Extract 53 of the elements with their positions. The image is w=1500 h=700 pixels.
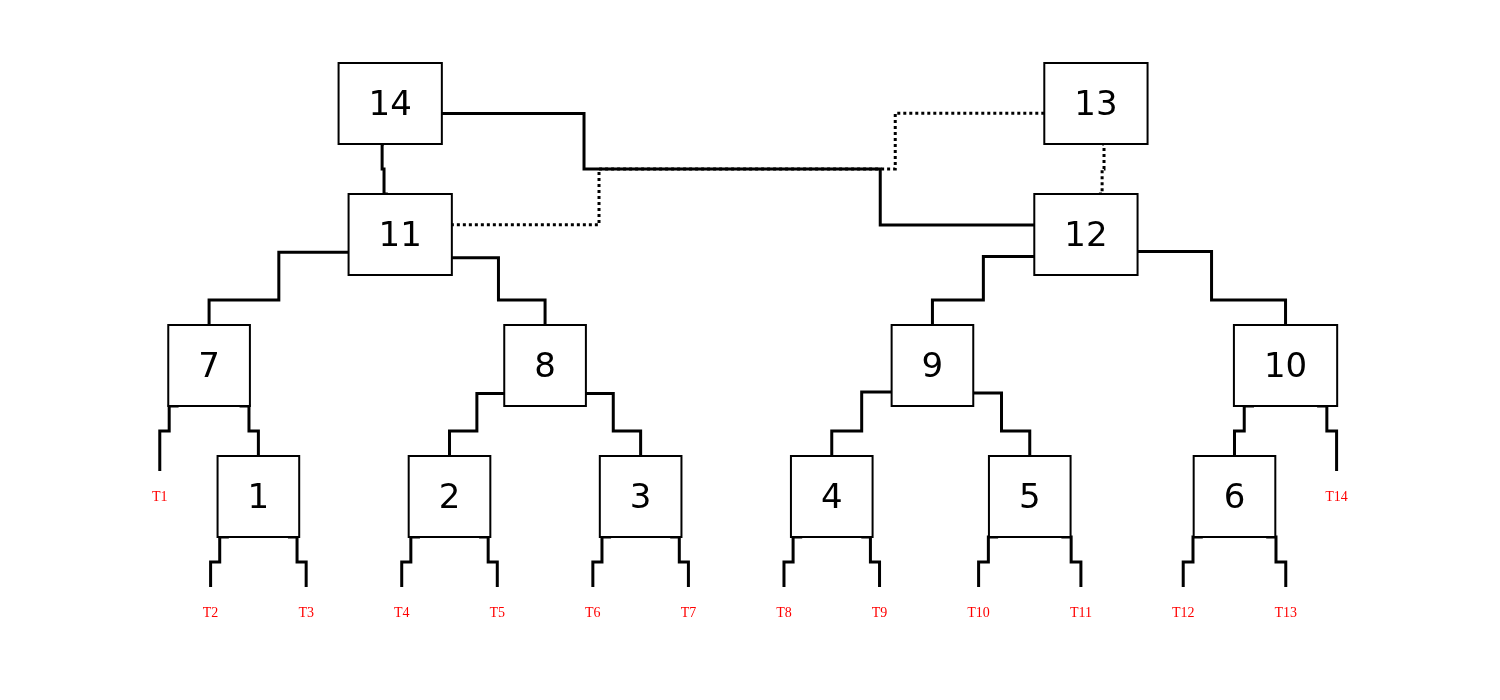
- connector: [585, 391, 643, 457]
- connector: [973, 391, 1032, 457]
- node-text: T1: [152, 488, 168, 504]
- node-box: 6: [1192, 454, 1277, 538]
- connector: [861, 535, 882, 588]
- node-text: T6: [585, 604, 601, 620]
- connector: [782, 535, 803, 588]
- connector: [451, 255, 547, 326]
- connector: [977, 535, 999, 588]
- node-text: T13: [1274, 604, 1298, 620]
- node-text: T10: [967, 604, 990, 620]
- connector: [670, 535, 690, 588]
- node-box: 7: [167, 323, 251, 407]
- connector: [1233, 404, 1255, 457]
- connector: [1181, 535, 1203, 588]
- connector: [209, 535, 229, 588]
- connector: [479, 535, 499, 588]
- node-box: 11: [347, 192, 453, 276]
- connector: [1317, 404, 1339, 472]
- node-text: T8: [776, 604, 792, 620]
- node-text: T9: [871, 604, 888, 620]
- node-box: 2: [407, 454, 492, 538]
- node-text: T11: [1069, 604, 1092, 620]
- connector: [931, 254, 1035, 326]
- node-box: 12: [1033, 192, 1139, 276]
- node-box: 13: [1043, 61, 1149, 145]
- connector: [400, 535, 421, 588]
- connector: [207, 250, 349, 326]
- connector: [239, 404, 260, 457]
- node-text: T3: [298, 604, 315, 620]
- connector: [1061, 535, 1083, 588]
- connector: [1137, 249, 1288, 326]
- node-box: 8: [503, 323, 587, 407]
- node-text: T7: [680, 604, 697, 620]
- connector: [591, 535, 612, 588]
- node-box: 10: [1232, 323, 1339, 407]
- connector: [448, 391, 505, 457]
- node-box: 1: [216, 454, 301, 538]
- connector: [158, 404, 179, 472]
- node-box: 4: [790, 454, 874, 538]
- node-text: T12: [1171, 604, 1195, 620]
- connector: [1266, 535, 1288, 588]
- node-box: 14: [337, 61, 443, 145]
- node-text: T5: [489, 604, 506, 620]
- connector: [830, 390, 892, 457]
- connector: [380, 142, 388, 195]
- connector: [288, 535, 308, 588]
- node-box: 5: [988, 454, 1072, 538]
- node-text: T4: [394, 604, 410, 620]
- node-text: T2: [202, 604, 219, 620]
- node-box: 9: [890, 323, 975, 407]
- node-text: T14: [1325, 488, 1348, 504]
- node-box: 3: [598, 454, 683, 538]
